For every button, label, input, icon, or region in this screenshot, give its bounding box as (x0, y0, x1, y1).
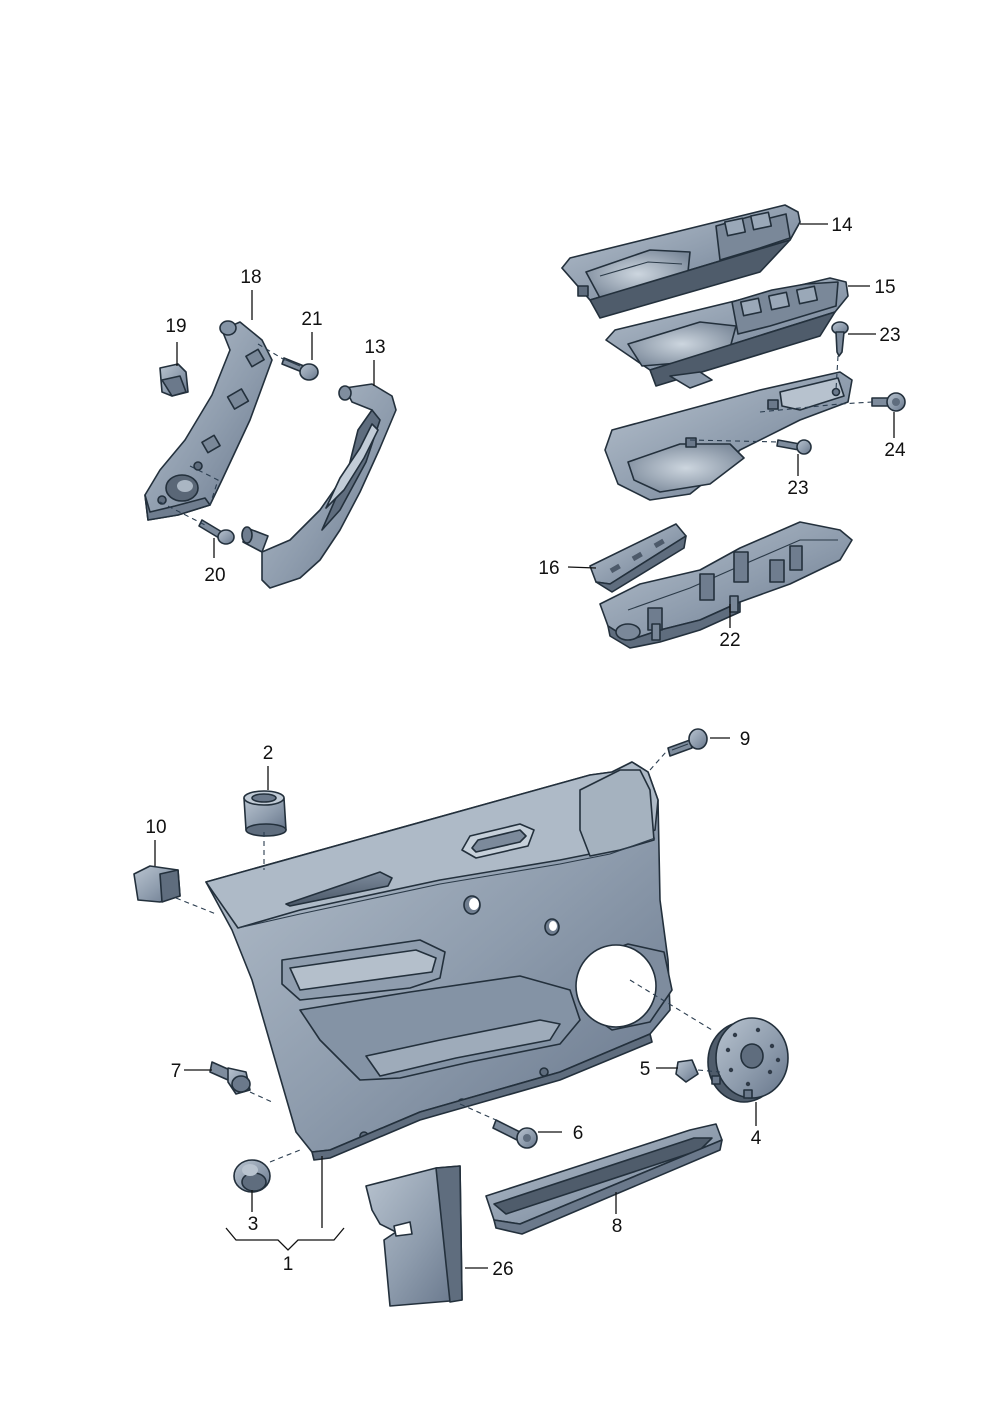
insulation-26 (365, 1165, 463, 1307)
label-9: 9 (740, 729, 751, 750)
label-23-bottom: 23 (787, 478, 808, 499)
leader-lines (154, 223, 895, 1269)
clip-19 (159, 363, 189, 397)
carrier-22 (599, 521, 853, 649)
label-4: 4 (751, 1128, 762, 1149)
speaker-cover-4 (707, 1017, 789, 1103)
grab-handle-bracket-18 (144, 320, 273, 521)
map-pocket-8 (485, 1123, 723, 1235)
grab-handle-13 (241, 383, 397, 589)
part-labels: 18 19 21 13 20 14 15 23 24 23 16 22 2 9 … (145, 215, 906, 1280)
screw-23-top (831, 321, 849, 357)
armrest-trim (604, 371, 853, 501)
label-2: 2 (263, 743, 274, 764)
clip-7 (209, 1061, 251, 1095)
label-3: 3 (248, 1214, 259, 1235)
assembly-lines (159, 343, 873, 1163)
label-6: 6 (573, 1123, 584, 1144)
cover-16 (589, 523, 687, 593)
label-21: 21 (301, 309, 322, 330)
label-1: 1 (283, 1254, 294, 1275)
label-5: 5 (640, 1059, 651, 1080)
label-26: 26 (492, 1259, 513, 1280)
screw-20 (198, 519, 235, 545)
label-15: 15 (874, 277, 895, 298)
label-7: 7 (171, 1061, 182, 1082)
screw-6 (492, 1119, 538, 1149)
clip-5 (675, 1059, 699, 1083)
label-20: 20 (204, 565, 225, 586)
screw-23-bottom (776, 439, 812, 455)
screw-24 (871, 392, 906, 412)
door-trim-panel (205, 761, 673, 1161)
clip-2 (243, 790, 287, 837)
switch-panel-trim-15 (605, 277, 849, 389)
label-24: 24 (884, 440, 906, 461)
label-10: 10 (145, 817, 166, 838)
label-23-top: 23 (879, 325, 900, 346)
label-16: 16 (538, 558, 559, 579)
clip-3 (233, 1159, 271, 1193)
label-19: 19 (165, 316, 186, 337)
label-8: 8 (612, 1216, 623, 1237)
switch-panel-trim-14 (561, 204, 801, 319)
label-14: 14 (831, 215, 853, 236)
label-18: 18 (240, 267, 261, 288)
screw-9 (667, 728, 708, 757)
screw-21 (281, 357, 319, 381)
label-22: 22 (719, 630, 740, 651)
clip-10 (133, 865, 181, 903)
label-13: 13 (364, 337, 385, 358)
